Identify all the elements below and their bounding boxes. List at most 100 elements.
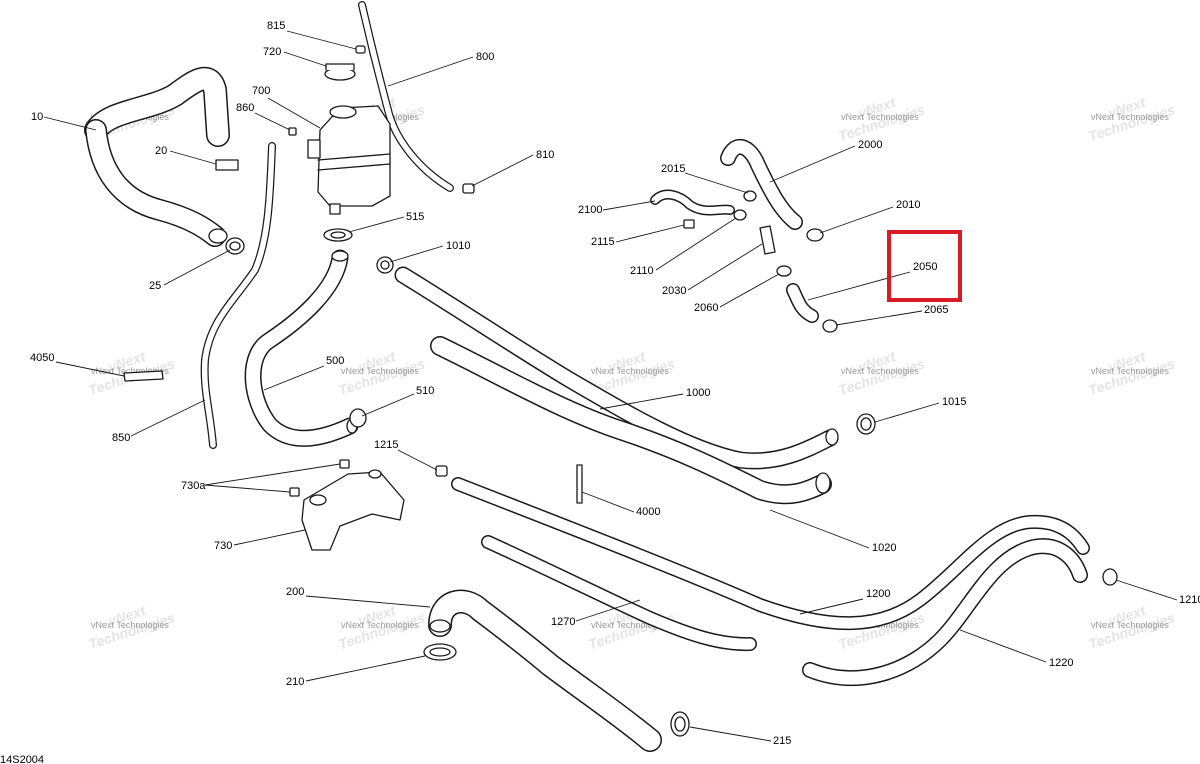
watermark-text: vNext Technologies bbox=[91, 620, 169, 630]
part-1020-hose[interactable] bbox=[430, 336, 832, 505]
part-800-hose[interactable] bbox=[358, 1, 454, 192]
part-1220-hose[interactable] bbox=[802, 538, 1088, 686]
callout-1210[interactable]: 1210 bbox=[1179, 594, 1200, 606]
part-810-clamp[interactable] bbox=[462, 183, 475, 194]
part-200-hose[interactable] bbox=[428, 589, 662, 752]
part-860-clip[interactable] bbox=[288, 127, 297, 136]
callout-815[interactable]: 815 bbox=[267, 20, 285, 32]
callout-2000[interactable]: 2000 bbox=[858, 139, 882, 151]
callout-510[interactable]: 510 bbox=[416, 385, 434, 397]
callout-800[interactable]: 800 bbox=[476, 51, 494, 63]
part-10-hose[interactable] bbox=[84, 66, 230, 247]
callout-4050[interactable]: 4050 bbox=[30, 352, 54, 364]
callout-215[interactable]: 215 bbox=[773, 735, 791, 747]
part-730a-clip-top[interactable] bbox=[339, 459, 350, 469]
callout-2110[interactable]: 2110 bbox=[630, 265, 654, 277]
highlight-box bbox=[887, 230, 962, 302]
callout-700[interactable]: 700 bbox=[252, 85, 270, 97]
callout-730a[interactable]: 730a bbox=[181, 480, 206, 492]
watermark-text: vNext Technologies bbox=[341, 620, 419, 630]
callout-4000[interactable]: 4000 bbox=[636, 506, 660, 518]
callout-2065[interactable]: 2065 bbox=[924, 304, 948, 316]
callout-2060[interactable]: 2060 bbox=[694, 302, 718, 314]
leader-line-1270 bbox=[575, 599, 641, 622]
callout-2030[interactable]: 2030 bbox=[662, 285, 686, 297]
callout-10[interactable]: 10 bbox=[31, 111, 43, 123]
part-850-hose[interactable] bbox=[200, 142, 276, 449]
part-215-clamp[interactable] bbox=[670, 711, 690, 737]
callout-1000[interactable]: 1000 bbox=[686, 387, 710, 399]
leader-line-2110 bbox=[655, 217, 737, 271]
part-700-reservoir[interactable] bbox=[307, 105, 391, 215]
callout-860[interactable]: 860 bbox=[236, 102, 254, 114]
part-1270-hose[interactable] bbox=[481, 535, 757, 652]
callout-20[interactable]: 20 bbox=[155, 145, 167, 157]
part-2115-clip[interactable] bbox=[683, 219, 695, 229]
part-210-clamp[interactable] bbox=[423, 643, 457, 661]
leader-line-2030 bbox=[687, 243, 763, 291]
callout-210[interactable]: 210 bbox=[286, 676, 304, 688]
callout-2100[interactable]: 2100 bbox=[578, 204, 602, 216]
callout-515[interactable]: 515 bbox=[406, 211, 424, 223]
callout-1215[interactable]: 1215 bbox=[374, 439, 398, 451]
part-2030-fitting[interactable] bbox=[759, 225, 776, 255]
callout-1020[interactable]: 1020 bbox=[872, 542, 896, 554]
part-2110-clamp[interactable] bbox=[733, 209, 747, 221]
callout-850[interactable]: 850 bbox=[112, 432, 130, 444]
leader-line-1010 bbox=[389, 245, 444, 263]
part-25-clamp[interactable] bbox=[225, 237, 245, 255]
part-730a-clip-bottom[interactable] bbox=[289, 487, 300, 497]
part-1210-clamp[interactable] bbox=[1102, 568, 1118, 586]
callout-200[interactable]: 200 bbox=[286, 586, 304, 598]
part-4050-pipe[interactable] bbox=[123, 370, 164, 382]
callout-1015[interactable]: 1015 bbox=[942, 396, 966, 408]
part-4000-pipe[interactable] bbox=[576, 464, 583, 504]
part-730-bracket[interactable] bbox=[301, 469, 405, 551]
part-2050-hose[interactable] bbox=[786, 283, 819, 323]
leader-line-2000 bbox=[769, 145, 856, 183]
leader-line-25 bbox=[163, 249, 231, 286]
callout-2010[interactable]: 2010 bbox=[896, 199, 920, 211]
leader-line-730 bbox=[233, 529, 306, 546]
diagram-code: 14S2004 bbox=[0, 754, 44, 764]
part-2060-clamp[interactable] bbox=[776, 265, 792, 277]
callout-720[interactable]: 720 bbox=[263, 46, 281, 58]
leader-line-815 bbox=[286, 30, 357, 50]
part-720-cap[interactable] bbox=[324, 63, 356, 81]
part-2065-clamp[interactable] bbox=[822, 319, 838, 333]
part-515-clamp[interactable] bbox=[323, 228, 353, 242]
part-2100-hose[interactable] bbox=[650, 189, 735, 216]
part-2000-hose[interactable] bbox=[720, 139, 803, 230]
callout-25[interactable]: 25 bbox=[149, 280, 161, 292]
part-2010-clamp[interactable] bbox=[806, 228, 824, 242]
leader-line-850 bbox=[130, 399, 206, 437]
part-1200-hose[interactable] bbox=[451, 477, 1090, 631]
part-1215-clamp[interactable] bbox=[435, 465, 448, 477]
callout-500[interactable]: 500 bbox=[326, 355, 344, 367]
callout-1200[interactable]: 1200 bbox=[866, 588, 890, 600]
callout-730[interactable]: 730 bbox=[214, 540, 232, 552]
callout-1010[interactable]: 1010 bbox=[446, 240, 470, 252]
leader-line-515 bbox=[348, 216, 405, 233]
callout-1220[interactable]: 1220 bbox=[1049, 657, 1073, 669]
callout-810[interactable]: 810 bbox=[536, 149, 554, 161]
part-1000-hose[interactable] bbox=[394, 266, 839, 470]
part-510-clamp[interactable] bbox=[349, 408, 367, 428]
watermark-text: vNext Technologies bbox=[1091, 366, 1169, 376]
part-1015-clamp[interactable] bbox=[856, 413, 876, 435]
part-2015-clamp[interactable] bbox=[743, 190, 757, 202]
callout-1270[interactable]: 1270 bbox=[551, 616, 575, 628]
callout-2050[interactable]: 2050 bbox=[913, 261, 937, 273]
callout-2115[interactable]: 2115 bbox=[591, 236, 615, 248]
leader-line-810 bbox=[471, 154, 534, 187]
part-1010-clamp[interactable] bbox=[376, 256, 394, 274]
part-815-clip[interactable] bbox=[355, 45, 366, 54]
part-500-hose[interactable] bbox=[244, 249, 359, 447]
callout-2015[interactable]: 2015 bbox=[661, 163, 685, 175]
leader-line-1000 bbox=[599, 393, 684, 410]
leader-line-215 bbox=[689, 726, 772, 742]
leader-line-1210 bbox=[1115, 579, 1178, 601]
part-20-clamp[interactable] bbox=[215, 159, 239, 171]
